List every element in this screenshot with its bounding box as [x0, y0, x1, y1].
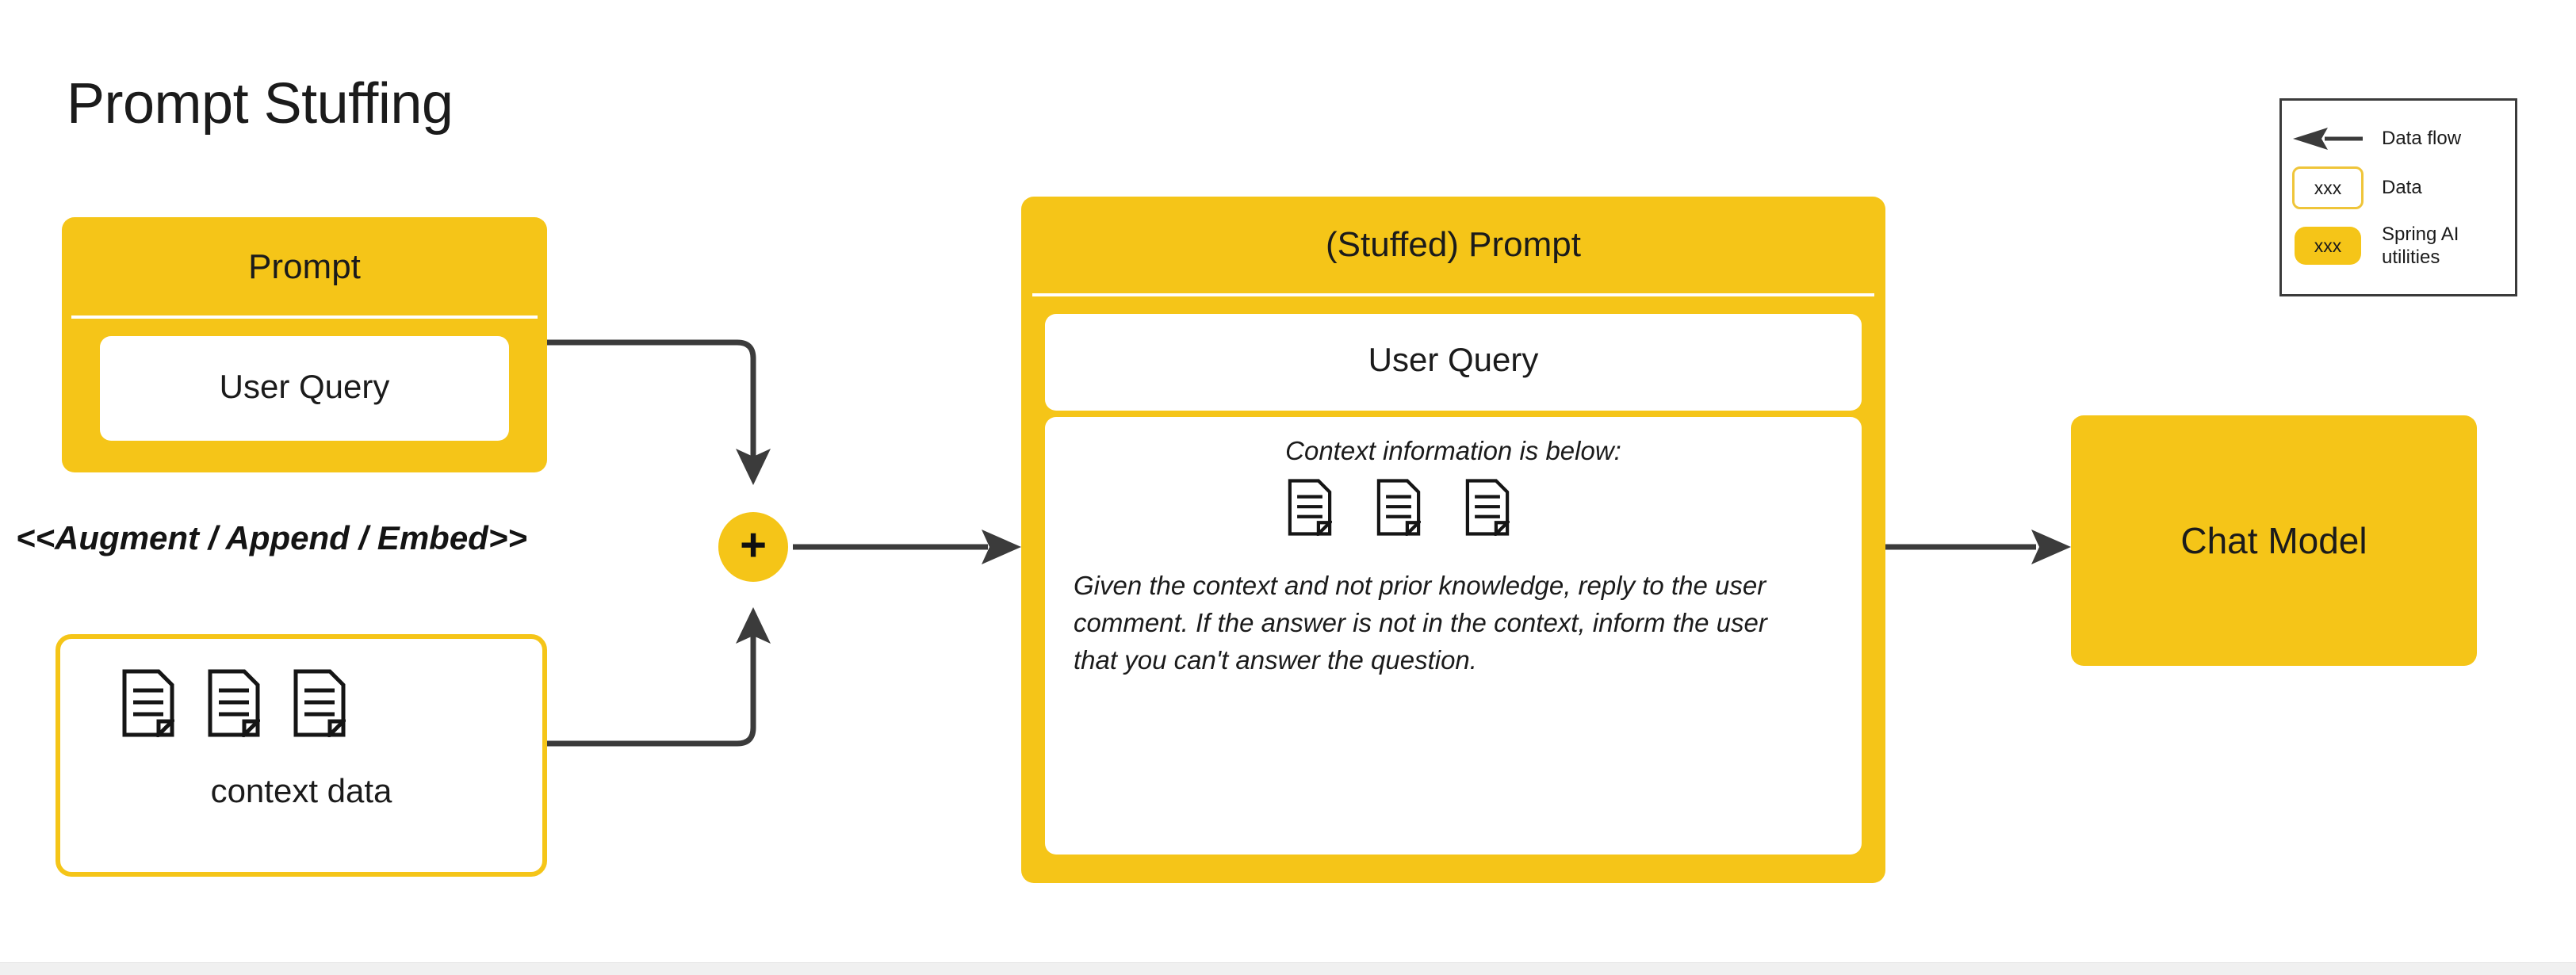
stuffed-prompt-card-title: (Stuffed) Prompt [1326, 225, 1581, 264]
stuffed-prompt-context-slot[interactable]: Context information is below: [1045, 417, 1862, 855]
augment-append-embed-caption: <<Augment / Append / Embed>> [16, 519, 527, 556]
bottom-bar [0, 962, 2576, 975]
legend-swatch-outlined-rect: xxx [2292, 166, 2364, 209]
document-icon [1288, 479, 1332, 536]
stuffed-prompt-card-divider [1032, 293, 1874, 296]
connector-combine-to-stuffed-prompt [793, 530, 1021, 564]
prompt-card[interactable]: Prompt User Query [62, 217, 547, 472]
legend-label-spring-ai-utilities: Spring AI utilities [2382, 223, 2459, 268]
legend-row-spring-ai-utilities: xxx Spring AI utilities [2287, 220, 2515, 272]
instruction-text: Given the context and not prior knowledg… [1074, 571, 1767, 675]
document-icon [122, 669, 174, 737]
legend-row-data-flow: Data flow [2287, 118, 2515, 159]
context-data-label: context data [210, 772, 392, 809]
context-data-doc-row [122, 669, 346, 737]
legend-row-data: xxx Data [2287, 166, 2515, 210]
stuffed-prompt-user-query-slot[interactable]: User Query [1045, 314, 1862, 411]
stuffed-prompt-doc-row [1288, 479, 1510, 536]
prompt-user-query-slot[interactable]: User Query [100, 336, 509, 441]
chat-model-card[interactable]: Chat Model [2071, 415, 2477, 666]
document-icon [1376, 479, 1421, 536]
context-information-heading: Context information is below: [1285, 436, 1621, 465]
chat-model-label: Chat Model [2180, 520, 2367, 561]
prompt-card-divider [71, 315, 538, 319]
connector-prompt-to-combine [547, 339, 771, 485]
connector-stuffed-prompt-to-chat-model [1885, 530, 2071, 564]
stuffed-prompt-user-query-label: User Query [1368, 341, 1539, 378]
combine-node[interactable]: + [718, 512, 788, 582]
document-icon [1465, 479, 1510, 536]
legend-swatch-filled-rect: xxx [2295, 227, 2361, 265]
prompt-user-query-label: User Query [219, 368, 390, 405]
legend: Data flow xxx Data xxx Spring AI utiliti… [2279, 98, 2517, 296]
legend-label-data-flow: Data flow [2382, 128, 2462, 150]
document-icon [208, 669, 260, 737]
prompt-card-title: Prompt [248, 247, 361, 286]
context-data-card[interactable]: context data [56, 634, 547, 877]
connector-context-to-combine [547, 607, 771, 747]
stuffed-prompt-card[interactable]: (Stuffed) Prompt User Query Context info… [1021, 197, 1885, 883]
legend-swatch-data-flow [2287, 127, 2369, 151]
document-icon [293, 669, 346, 737]
plus-icon: + [740, 519, 767, 571]
legend-swatch-data: xxx [2287, 166, 2369, 209]
legend-label-data: Data [2382, 177, 2422, 199]
legend-swatch-spring-ai: xxx [2287, 227, 2369, 265]
page-title: Prompt Stuffing [67, 72, 454, 136]
arrow-left-icon [2293, 128, 2363, 150]
